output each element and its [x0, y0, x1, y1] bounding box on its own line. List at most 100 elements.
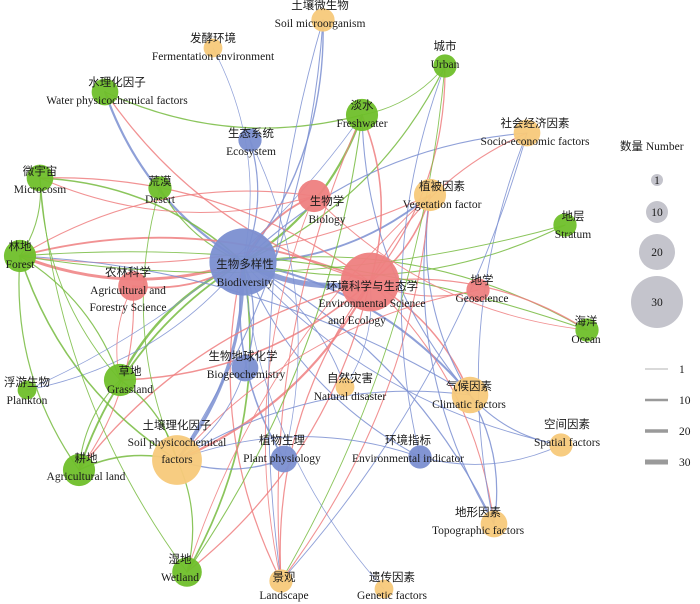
- edge-socio-topo: [477, 132, 528, 525]
- label-en-forest: Forest: [6, 259, 36, 271]
- edge-eco-plantphys: [249, 139, 299, 460]
- legend-circle-label-30: 30: [651, 297, 663, 309]
- edge-veg-landscape: [280, 194, 431, 582]
- label-en-ocean: Ocean: [571, 334, 601, 346]
- legend-circle-20: [639, 234, 675, 270]
- node-soilmicro: [311, 8, 335, 32]
- node-envind: [408, 445, 432, 469]
- label-zh-water: 水理化因子: [88, 75, 146, 89]
- edge-climate-soil: [176, 390, 471, 461]
- label-en-eco: Ecosystem: [226, 146, 276, 158]
- edge-envind-soil: [176, 436, 421, 461]
- label-zh-urban: 城市: [434, 39, 457, 53]
- label-en-veg: Vegetation factor: [403, 199, 482, 211]
- label-zh-agri: 农林科学: [105, 265, 151, 279]
- node-spatial: [549, 433, 573, 457]
- edge-micro-grass: [39, 177, 121, 381]
- label-en-wetland: Wetland: [161, 572, 199, 584]
- node-water: [91, 78, 119, 106]
- legend-circle-label-1: 1: [654, 175, 660, 187]
- edge-soilmicro-landscape: [267, 19, 324, 582]
- label-en-socio: Socio-economic factors: [481, 136, 590, 148]
- label-en-spatial: Spatial factors: [534, 437, 601, 449]
- edge-forest-grass: [19, 255, 121, 381]
- label-zh-ocean: 海洋: [575, 314, 598, 328]
- label-en-soil-2: factors: [161, 454, 193, 466]
- edge-biodiv-socio: [242, 132, 528, 263]
- label-en-grass: Grassland: [107, 384, 153, 396]
- label-zh-biology: 生物学: [310, 194, 345, 208]
- legend-line-label-30: 30: [679, 457, 691, 469]
- label-zh-forest: 林地: [9, 239, 32, 253]
- edge-envsci-landscape: [279, 281, 371, 582]
- node-climate: [451, 376, 489, 414]
- node-veg: [413, 178, 447, 212]
- label-en-soilmicro: Soil microorganism: [275, 18, 366, 30]
- label-zh-grass: 草地: [119, 365, 142, 378]
- label-en-agri-2: Forestry Science: [90, 302, 167, 314]
- label-en-micro: Microcosm: [14, 184, 66, 196]
- node-socio: [513, 119, 541, 147]
- edge-envsci-forest: [19, 236, 371, 283]
- edge-freshwater-wetland: [186, 114, 363, 573]
- label-en-urban: Urban: [431, 59, 460, 71]
- legend-line-label-20: 20: [679, 426, 691, 438]
- label-en-agri-1: Agricultural and: [90, 285, 166, 297]
- label-en-plankton: Plankton: [7, 395, 48, 407]
- node-biology: [297, 179, 331, 213]
- edge-biology-micro: [39, 177, 315, 214]
- label-zh-climate: 气候因素: [446, 379, 492, 393]
- edge-biodiv-stratum: [242, 224, 566, 276]
- label-zh-envind: 环境指标: [385, 433, 431, 447]
- edge-socio-landscape: [280, 132, 528, 582]
- legend-title: 数量 Number: [620, 139, 684, 153]
- label-zh-socio: 社会经济因素: [501, 116, 570, 130]
- node-urban: [433, 54, 457, 78]
- label-zh-genetic: 遗传因素: [369, 570, 415, 584]
- edge-biology-landscape: [264, 195, 315, 582]
- label-zh-veg: 植被因素: [419, 179, 465, 193]
- label-en-water: Water physicochemical factors: [46, 95, 188, 107]
- label-en-envind: Environmental indicator: [352, 453, 464, 465]
- label-en-biodiv: Biodiversity: [217, 277, 274, 289]
- edge-envsci-wetland: [186, 281, 371, 573]
- edge-forest-farm: [18, 255, 80, 471]
- node-soil: [152, 435, 202, 485]
- edge-desert-soil: [142, 187, 178, 461]
- label-en-soil-1: Soil physicochemical: [128, 437, 227, 449]
- node-genetic: [374, 579, 394, 599]
- node-geosci: [466, 278, 490, 302]
- label-en-freshwater: Freshwater: [336, 118, 387, 130]
- edge-spatial-envind: [419, 444, 562, 465]
- label-en-genetic: Genetic factors: [357, 590, 427, 602]
- edge-forest-biology: [19, 190, 315, 257]
- label-en-farm: Agricultural land: [47, 471, 126, 483]
- edge-envsci-micro: [39, 177, 371, 283]
- node-plantphys: [270, 445, 298, 473]
- legend-line-label-10: 10: [679, 395, 691, 407]
- label-en-natdis: Natural disaster: [314, 391, 387, 403]
- legend-circle-10: [646, 201, 668, 223]
- label-en-biology: Biology: [308, 214, 345, 226]
- label-en-climate: Climatic factors: [432, 399, 506, 411]
- node-agri: [118, 271, 148, 301]
- label-en-stratum: Stratum: [555, 229, 591, 241]
- label-zh-desert: 荒漠: [149, 175, 172, 188]
- node-plankton: [17, 380, 37, 400]
- node-ferment: [203, 38, 223, 58]
- label-en-envsci-1: Environmental Science: [319, 298, 426, 310]
- label-en-biogeo: Biogeochemistry: [207, 369, 286, 381]
- label-zh-landscape: 景观: [273, 571, 296, 584]
- edge-urban-landscape: [280, 65, 446, 582]
- label-zh-plantphys: 植物生理: [259, 433, 305, 447]
- edge-geosci-soil: [176, 289, 479, 461]
- label-zh-natdis: 自然灾害: [327, 371, 373, 385]
- edge-envsci-soil: [175, 280, 372, 462]
- node-layer: [3, 8, 599, 599]
- label-zh-soilmicro: 土壤微生物: [291, 0, 349, 12]
